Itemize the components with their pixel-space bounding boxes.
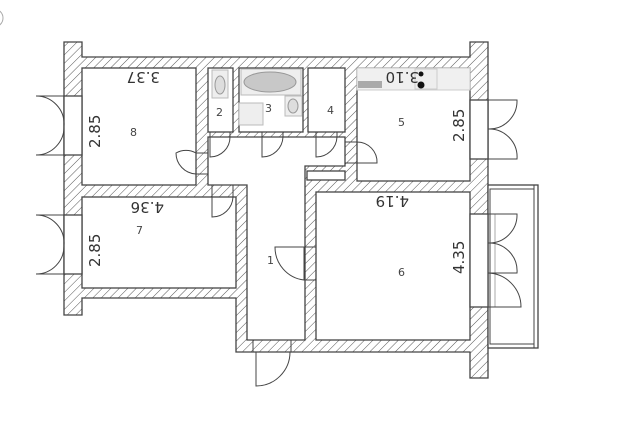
kitchen-counter xyxy=(356,67,471,91)
room-8 xyxy=(81,67,197,186)
washer xyxy=(238,102,264,126)
dim-room5-height: 2.85 xyxy=(450,109,468,142)
door-room-5[interactable] xyxy=(344,141,378,164)
dim-room7-height: 2.85 xyxy=(86,234,104,267)
dim-room8-width: 3.37 xyxy=(127,68,160,86)
room-label-8: 8 xyxy=(130,126,137,139)
dim-room5-width: 3.10 xyxy=(386,68,419,86)
room-4 xyxy=(307,67,346,133)
dim-room8-height: 2.85 xyxy=(86,115,104,148)
room-label-2: 2 xyxy=(216,106,223,119)
door-room-2[interactable] xyxy=(209,131,231,158)
door-room-8[interactable] xyxy=(175,149,209,175)
dim-room6-height: 4.35 xyxy=(450,241,468,274)
door-room-4[interactable] xyxy=(315,131,338,158)
room-label-4: 4 xyxy=(327,104,334,117)
corridor-cabinet xyxy=(306,170,346,181)
room-label-7: 7 xyxy=(136,224,143,237)
door-room-7[interactable] xyxy=(211,184,234,218)
toilet-bowl xyxy=(214,75,226,95)
window-room-5 xyxy=(469,99,518,160)
room-label-3: 3 xyxy=(265,102,272,115)
bathtub-basin xyxy=(243,71,297,93)
dim-room7-width: 4.36 xyxy=(131,198,164,216)
balcony-door-room-6 xyxy=(469,213,522,308)
door-room-6[interactable] xyxy=(274,246,317,281)
door-room-3[interactable] xyxy=(261,131,284,158)
window-room-8 xyxy=(35,95,83,156)
room-6 xyxy=(315,191,471,341)
kitchen-fridge xyxy=(358,81,382,88)
room-label-5: 5 xyxy=(398,116,405,129)
room-label-1: 1 xyxy=(267,254,274,267)
window-room-7 xyxy=(35,214,83,275)
room-label-6: 6 xyxy=(398,266,405,279)
entrance-door[interactable] xyxy=(252,339,292,387)
compass-mark xyxy=(0,10,4,26)
dim-room6-width: 4.19 xyxy=(376,192,409,210)
